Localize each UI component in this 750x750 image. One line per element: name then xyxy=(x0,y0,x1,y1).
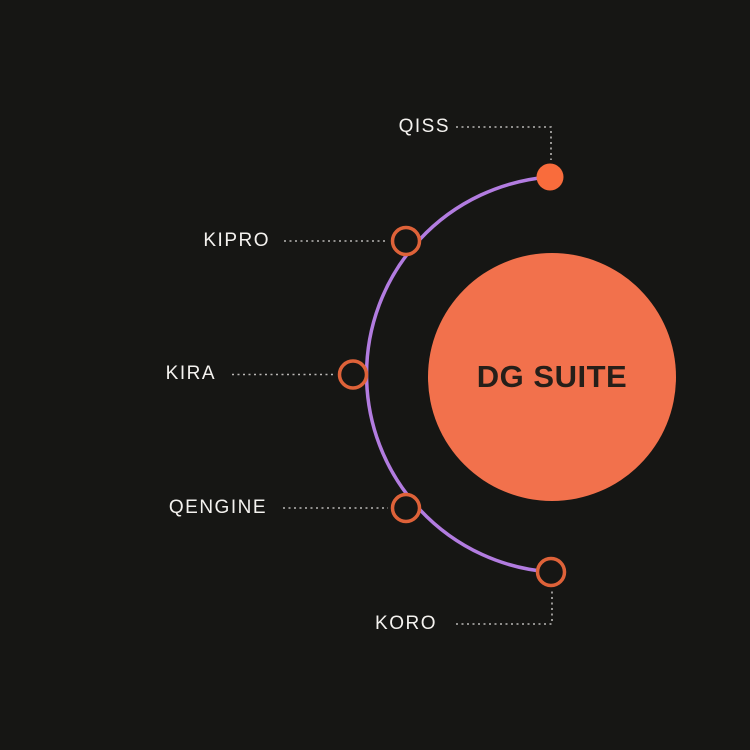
hub-title: DG SUITE xyxy=(476,359,628,394)
connector-koro xyxy=(456,590,553,625)
hub-circle xyxy=(428,253,676,501)
node-ring-kipro xyxy=(390,225,422,257)
connector-qiss xyxy=(456,126,552,160)
node-label-qengine: QENGINE xyxy=(168,497,267,518)
node-ring-koro xyxy=(535,556,567,588)
node-dot-qiss xyxy=(536,163,564,191)
node-label-kira: KIRA xyxy=(165,363,216,384)
node-label-kipro: KIPRO xyxy=(203,230,270,251)
node-ring-kira xyxy=(337,359,369,390)
node-ring-qengine xyxy=(390,492,422,524)
node-label-koro: KORO xyxy=(375,613,437,634)
node-label-qiss: QISS xyxy=(398,116,450,137)
